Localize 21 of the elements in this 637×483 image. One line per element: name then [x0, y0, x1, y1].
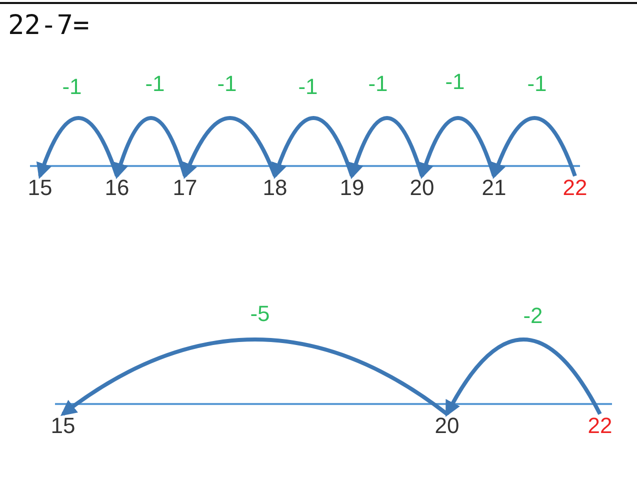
jump-arrow [445, 338, 602, 417]
equation-title: 22-7= [8, 10, 90, 42]
jump-arrow [418, 116, 496, 180]
number-label: 15 [41, 414, 85, 438]
jump-arrow [182, 116, 277, 179]
jump-arrow [272, 116, 354, 179]
jump-arrow [113, 116, 187, 180]
jump-arrow [491, 116, 577, 179]
number-label: 22 [578, 414, 622, 438]
jump-arrow [348, 116, 424, 180]
number-label: 20 [425, 414, 469, 438]
number-label: 15 [18, 176, 62, 200]
number-label: 19 [330, 176, 374, 200]
jump-arrow [60, 338, 448, 416]
number-label: 17 [163, 176, 207, 200]
number-label: 16 [95, 176, 139, 200]
number-label: 22 [553, 176, 597, 200]
jump-arrow [36, 116, 119, 179]
number-label: 18 [253, 176, 297, 200]
number-label: 21 [472, 176, 516, 200]
number-label: 20 [400, 176, 444, 200]
